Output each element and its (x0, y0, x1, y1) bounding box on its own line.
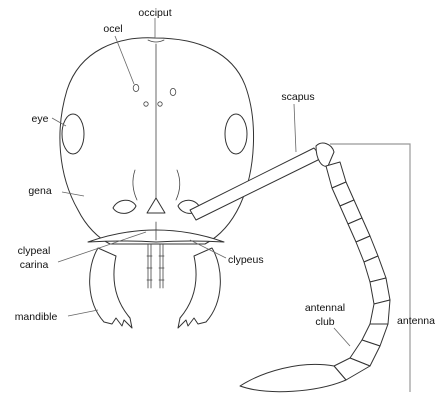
label-antenna: antenna (397, 315, 435, 327)
label-clypeal-carina-1: clypeal (18, 245, 51, 257)
mandible-left (90, 248, 132, 328)
label-eye: eye (32, 113, 49, 125)
label-antennal-club-1: antennal (305, 302, 345, 314)
label-ocel: ocel (103, 23, 122, 35)
label-antennal-club-2: club (315, 316, 334, 328)
label-scapus: scapus (281, 91, 314, 103)
eye-left (62, 114, 84, 154)
antennal-club-tip (240, 364, 346, 391)
label-clypeus: clypeus (228, 254, 264, 266)
label-mandible: mandible (15, 311, 58, 323)
label-gena: gena (28, 185, 52, 197)
label-clypeal-carina-2: carina (20, 259, 49, 271)
eye-right (225, 114, 247, 154)
head-capsule (60, 38, 254, 288)
mandible-right (178, 248, 220, 328)
label-occiput: occiput (138, 7, 171, 19)
